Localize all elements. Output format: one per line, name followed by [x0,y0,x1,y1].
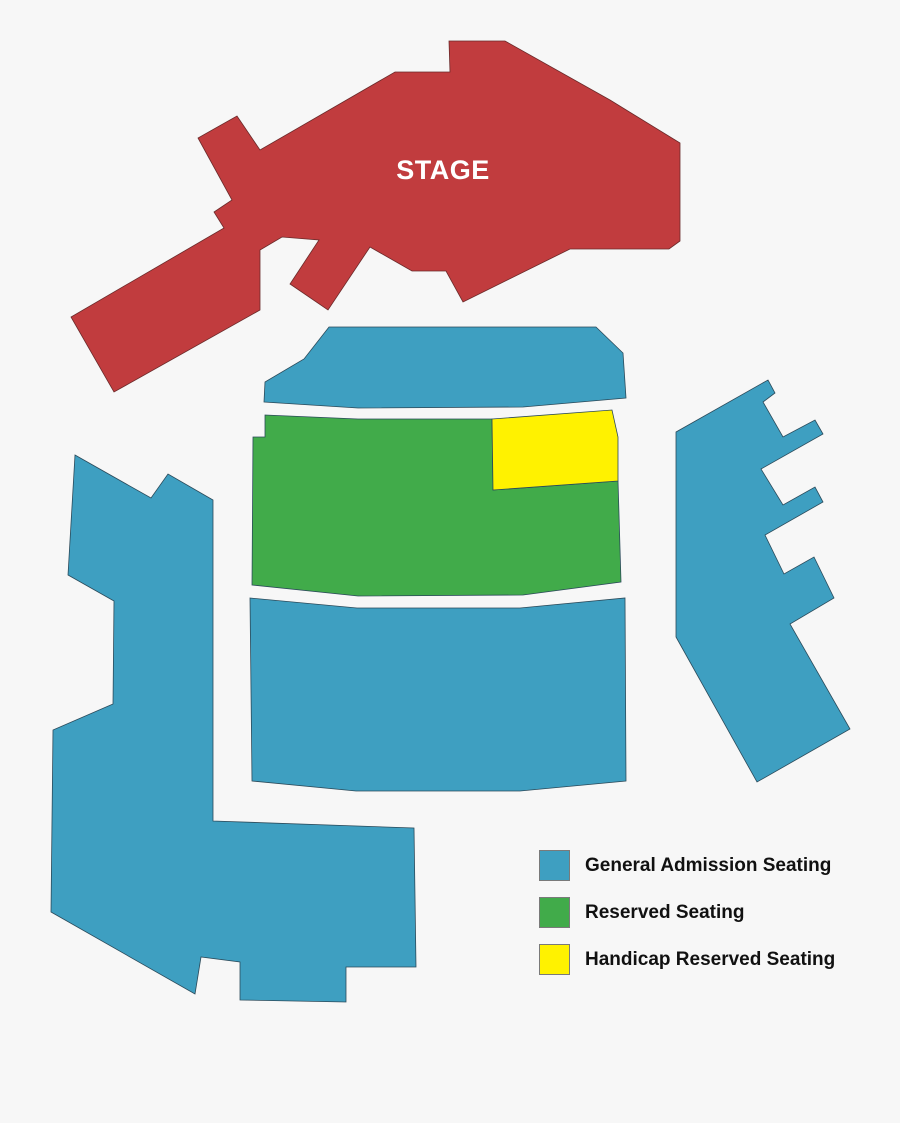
reserved-swatch-icon [539,897,570,928]
stage-label: STAGE [396,155,490,185]
general-admission-swatch-icon [539,850,570,881]
section-center-reserved[interactable] [251,414,622,597]
section-front-center-general[interactable] [263,326,627,409]
legend-item-reserved: Reserved Seating [539,897,835,928]
section-left-general[interactable] [50,454,417,1003]
legend-label: Handicap Reserved Seating [585,948,836,970]
section-center-handicap[interactable] [491,409,619,491]
handicap-swatch-icon [539,944,570,975]
section-rear-center-general[interactable] [249,597,627,792]
legend-item-handicap: Handicap Reserved Seating [539,944,835,975]
legend-label: General Admission Seating [585,854,832,876]
legend-item-general-admission: General Admission Seating [539,850,835,881]
legend-label: Reserved Seating [585,901,745,923]
stage-area [70,40,681,393]
legend: General Admission Seating Reserved Seati… [539,850,835,991]
section-right-general[interactable] [675,379,851,783]
